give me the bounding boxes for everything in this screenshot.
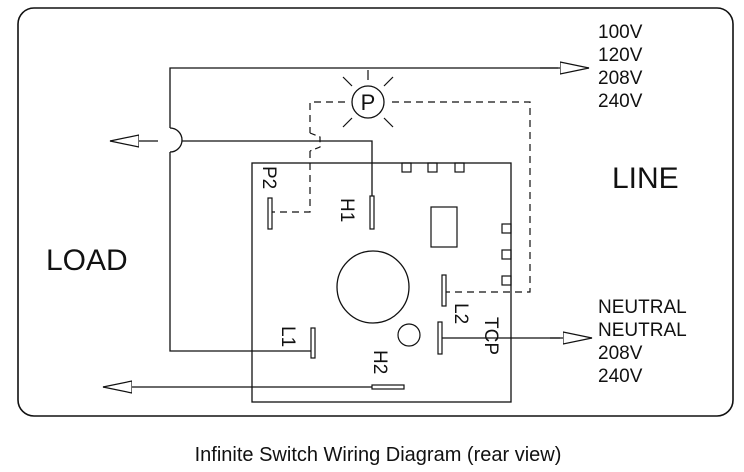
terminal-h1-blade bbox=[369, 195, 375, 230]
wire-pilot-dashed-hop bbox=[309, 132, 321, 152]
terminal-p2-label: P2 bbox=[258, 166, 279, 189]
switch-tab bbox=[401, 162, 412, 173]
wire-pilot-dashed-right bbox=[392, 101, 531, 293]
terminal-tcp-label: TCP bbox=[480, 317, 501, 355]
pilot-label: P bbox=[361, 90, 376, 115]
switch-tab bbox=[501, 249, 512, 260]
terminal-l1-blade bbox=[310, 327, 316, 359]
wire-pilot-dashed-left bbox=[309, 101, 345, 133]
internal-block bbox=[430, 206, 458, 248]
switch-tab bbox=[501, 275, 512, 286]
neutral-voltage-3: 208V bbox=[598, 343, 643, 364]
diagram-caption: Infinite Switch Wiring Diagram (rear vie… bbox=[195, 444, 562, 466]
pilot-ray bbox=[383, 76, 394, 87]
load-label: LOAD bbox=[46, 244, 128, 277]
wire-l1-line bbox=[169, 152, 311, 352]
terminal-h2-blade bbox=[371, 384, 405, 390]
outer-frame bbox=[17, 7, 734, 417]
shaft-circle bbox=[336, 250, 410, 324]
wire-crossover-hop bbox=[169, 127, 183, 153]
wire-pilot-dashed-p2 bbox=[272, 151, 311, 213]
switch-tab bbox=[454, 162, 465, 173]
terminal-l2-label: L2 bbox=[450, 303, 471, 324]
line-voltage-3: 208V bbox=[598, 68, 643, 89]
line-voltage-1: 100V bbox=[598, 22, 643, 43]
terminal-h1-label: H1 bbox=[336, 198, 357, 222]
terminal-l1-label: L1 bbox=[277, 326, 298, 347]
pilot-ray bbox=[342, 76, 353, 87]
wire-line-top bbox=[169, 67, 558, 128]
line-voltage-4: 240V bbox=[598, 91, 643, 112]
wire-h1-load bbox=[182, 140, 373, 196]
small-circle bbox=[397, 323, 421, 347]
switch-tab bbox=[501, 223, 512, 234]
pilot-light: P bbox=[342, 70, 394, 128]
pilot-ray bbox=[342, 117, 353, 128]
line-voltage-2: 120V bbox=[598, 45, 643, 66]
line-label: LINE bbox=[612, 162, 679, 195]
switch-tab bbox=[427, 162, 438, 173]
neutral-voltage-2: NEUTRAL bbox=[598, 320, 687, 341]
neutral-voltage-1: NEUTRAL bbox=[598, 297, 687, 318]
neutral-voltage-4: 240V bbox=[598, 366, 643, 387]
terminal-h2-label: H2 bbox=[369, 350, 390, 374]
pilot-light-circle bbox=[351, 85, 385, 119]
terminal-p2-blade bbox=[267, 197, 273, 230]
terminal-tcp-blade bbox=[437, 321, 443, 355]
pilot-ray bbox=[383, 117, 394, 128]
terminal-l2-blade bbox=[441, 274, 447, 307]
